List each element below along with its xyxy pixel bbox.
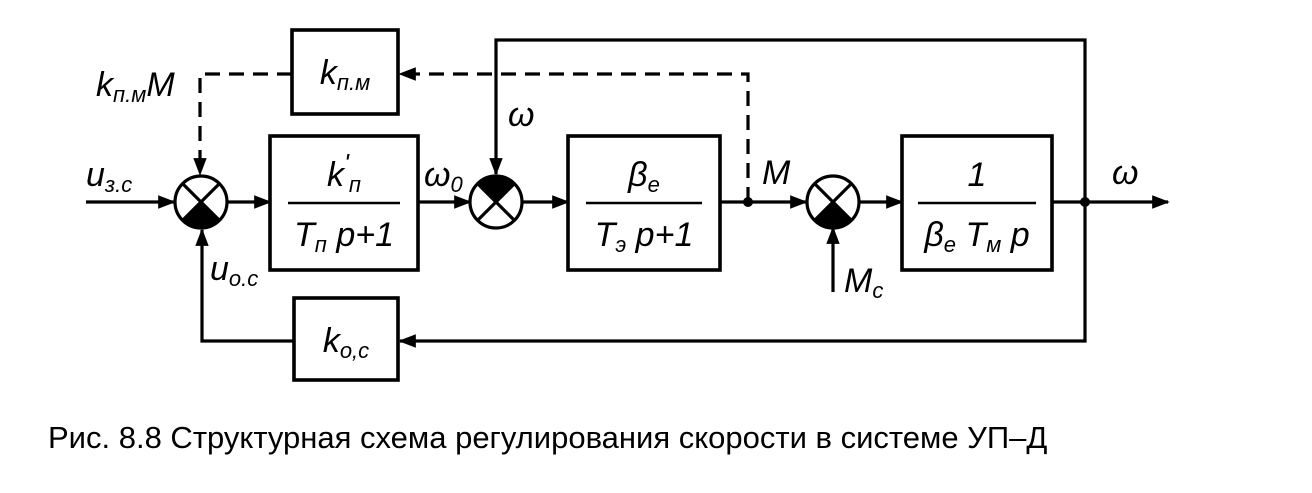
summing-junction-2 — [468, 174, 524, 230]
label-m: M — [762, 154, 791, 192]
label-omega-feedback: ω — [508, 96, 534, 134]
label-omega-out: ω — [1112, 154, 1138, 192]
label-mc: Mc — [844, 262, 883, 303]
summing-junction-3 — [805, 174, 861, 230]
koc-feedback-line — [398, 202, 1087, 348]
label-omega0: ω0 — [424, 156, 463, 197]
block-kp: k'п Tп p+1 — [268, 134, 420, 272]
label-u-zs: uз.с — [86, 156, 132, 197]
kpm-dashed-output-line — [193, 72, 292, 176]
label-u-oc: uо.с — [210, 250, 258, 291]
junction-m — [743, 197, 753, 207]
block-kpm: kп.м — [290, 28, 400, 116]
svg-text:1: 1 — [968, 156, 987, 194]
m-dashed-feedback-line — [398, 67, 750, 202]
figure-caption: Рис. 8.8 Структурная схема регулирования… — [48, 420, 1047, 455]
svg-text:βe: βe — [627, 156, 660, 197]
svg-text:βe Tм p: βe Tм p — [923, 216, 1029, 257]
svg-text:k'п: k'п — [327, 148, 361, 197]
junction-omega — [1080, 197, 1090, 207]
omega-feedback-line — [489, 38, 1087, 202]
block-be-te: βe Tэ p+1 — [566, 134, 722, 272]
block-koc: kо,с — [292, 296, 400, 382]
label-kpm-m: kп.мM — [96, 66, 175, 107]
uoc-feedback-line — [195, 228, 294, 343]
svg-text:kп.м: kп.м — [320, 54, 370, 95]
block-plant: 1 βe Tм p — [900, 134, 1054, 272]
svg-text:Tп p+1: Tп p+1 — [294, 216, 394, 257]
svg-text:Tэ p+1: Tэ p+1 — [595, 216, 694, 257]
summing-junction-1 — [173, 174, 229, 230]
svg-text:kо,с: kо,с — [323, 322, 369, 363]
